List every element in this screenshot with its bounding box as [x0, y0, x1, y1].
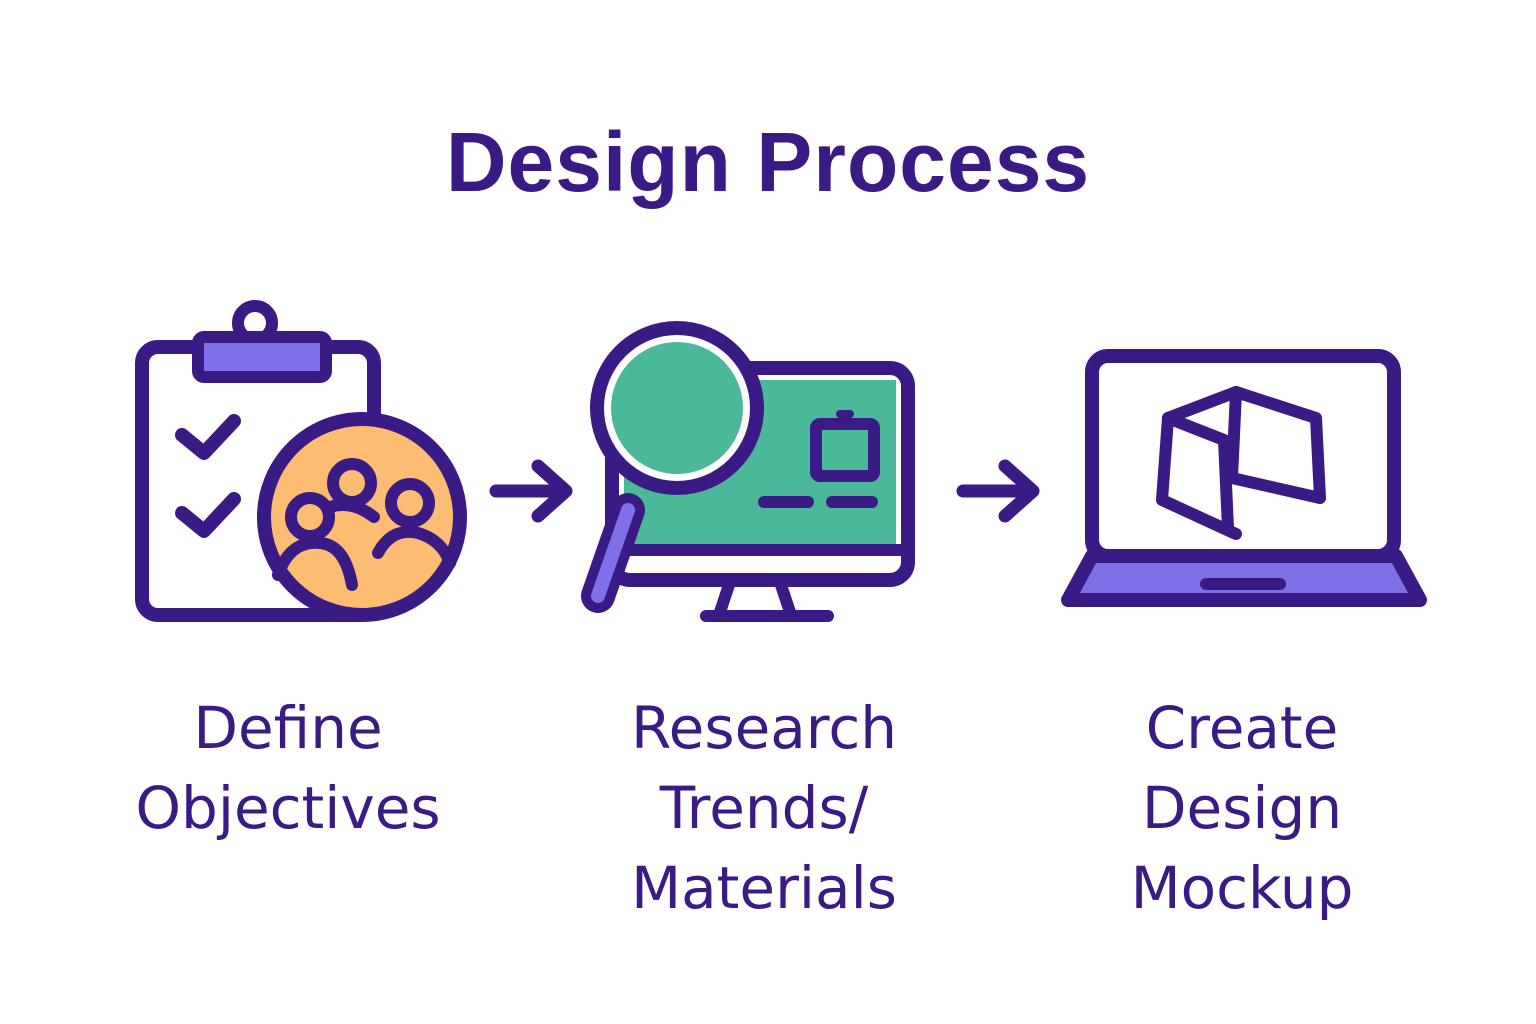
arrow-right-icon [488, 458, 578, 524]
arrow-right-icon [955, 458, 1045, 524]
step-label-line: Design [1141, 774, 1343, 842]
laptop-mockup-icon [1058, 348, 1430, 618]
step-label-line: Materials [631, 854, 897, 922]
step-label-define-objectives: Define Objectives [78, 688, 498, 848]
clipboard-users-icon [130, 295, 475, 635]
magnifier-monitor-icon [572, 310, 922, 630]
step-label-line: Trends/ [659, 774, 869, 842]
step-label-line: Mockup [1130, 854, 1354, 922]
step-label-line: Objectives [135, 774, 441, 842]
step-label-line: Define [193, 694, 383, 762]
step-label-line: Create [1145, 694, 1339, 762]
step-label-line: Research [630, 694, 898, 762]
step-label-research-trends-materials: Research Trends/ Materials [554, 688, 974, 928]
page-title: Design Process [445, 115, 1091, 209]
step-label-create-design-mockup: Create Design Mockup [1032, 688, 1452, 928]
